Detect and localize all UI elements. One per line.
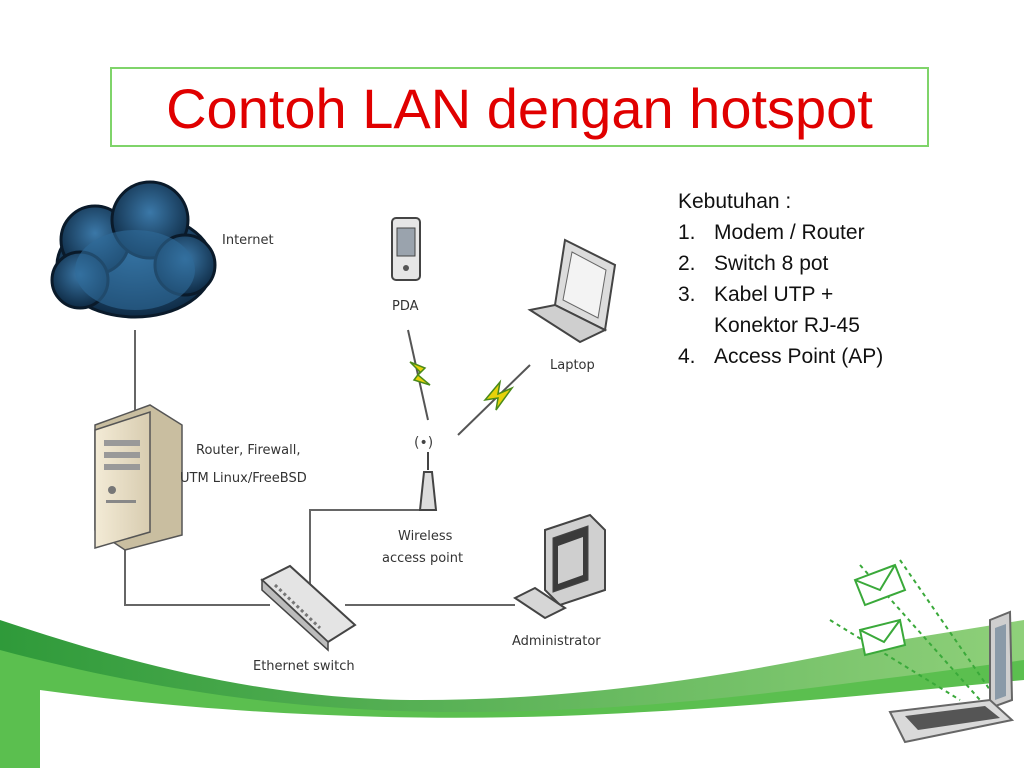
requirement-item: 1. Modem / Router	[678, 217, 894, 248]
requirements-list: Kebutuhan : 1. Modem / Router 2. Switch …	[678, 186, 894, 372]
router-server-icon	[94, 404, 183, 551]
internet-label: Internet	[222, 233, 274, 248]
requirement-item: 2. Switch 8 pot	[678, 248, 894, 279]
administrator-pc-icon	[513, 513, 606, 620]
requirements-heading: Kebutuhan :	[678, 190, 792, 213]
ethernet-switch-icon	[260, 564, 357, 652]
requirement-number: 1.	[678, 221, 696, 244]
svg-text:(•): (•)	[414, 435, 433, 451]
network-links	[124, 330, 515, 606]
requirement-number: 2.	[678, 252, 696, 275]
router-label-line2: UTM Linux/FreeBSD	[180, 471, 307, 486]
requirement-number: 3.	[678, 283, 696, 306]
requirement-text: Modem / Router	[714, 221, 865, 244]
requirement-item: 3. Kabel UTP + Konektor RJ-45	[678, 279, 894, 341]
requirement-text: Access Point (AP)	[714, 345, 884, 368]
administrator-label: Administrator	[512, 634, 601, 649]
green-wave-decoration	[0, 620, 1024, 768]
router-label-line1: Router, Firewall,	[196, 443, 301, 458]
requirement-text: Switch 8 pot	[714, 252, 829, 275]
wireless-signal-icon	[407, 329, 531, 436]
title-box: Contoh LAN dengan hotspot	[110, 67, 929, 147]
ap-label-line1: Wireless	[398, 529, 453, 544]
ap-label-line2: access point	[382, 551, 463, 566]
decorative-laptop-mail-icon	[829, 559, 1015, 744]
slide-title: Contoh LAN dengan hotspot	[166, 77, 873, 140]
requirement-item: 4. Access Point (AP)	[678, 341, 894, 372]
switch-label: Ethernet switch	[253, 659, 355, 674]
access-point-icon: (•)	[414, 435, 438, 511]
requirement-number: 4.	[678, 345, 696, 368]
pda-icon	[391, 217, 421, 281]
internet-cloud-icon	[50, 180, 217, 319]
laptop-label: Laptop	[550, 358, 595, 373]
pda-label: PDA	[392, 299, 419, 314]
laptop-icon	[527, 238, 617, 344]
requirement-text: Kabel UTP + Konektor RJ-45	[714, 283, 860, 337]
